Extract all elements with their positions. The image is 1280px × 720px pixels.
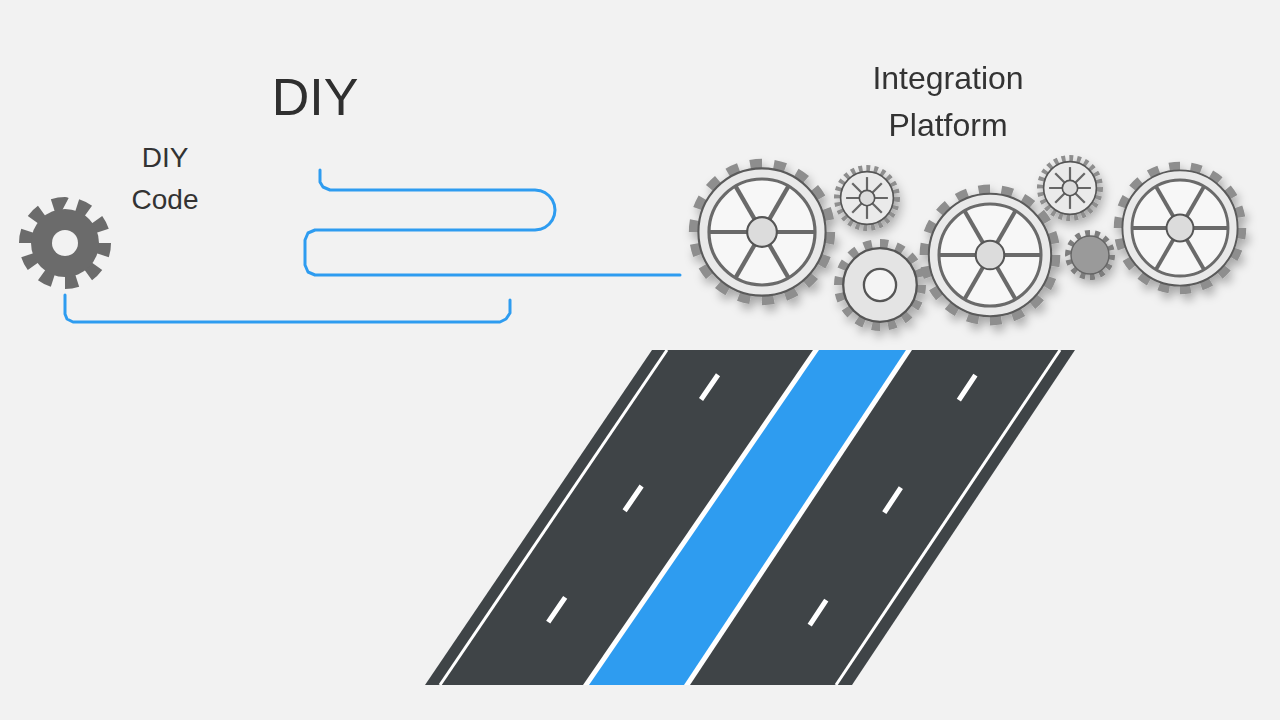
- big-gear: [696, 166, 827, 297]
- ornate-gear: [838, 169, 895, 226]
- code-gear-node: DIY Code: [20, 135, 220, 295]
- diagram-title: DIY: [255, 66, 375, 128]
- dark-gear: [1069, 234, 1111, 276]
- lane-dashes: [770, 350, 992, 685]
- road: [425, 350, 1075, 685]
- gear-cluster: [696, 159, 1239, 324]
- gear-teeth: [27, 205, 103, 281]
- lane-dashes: [505, 350, 735, 685]
- platform-gear-node: Integration Platform: [680, 55, 1250, 335]
- gear-hole: [52, 230, 78, 256]
- node-label: Integration Platform: [848, 55, 1048, 149]
- gear-body: [31, 209, 99, 277]
- road-surface: [425, 350, 1075, 685]
- edge-line: [836, 350, 1060, 685]
- edge-line: [440, 350, 667, 685]
- blue-lane: [589, 350, 906, 685]
- big-gear: [927, 192, 1053, 318]
- hole-gear: [841, 246, 919, 324]
- big-gear: [1120, 168, 1239, 287]
- node-label: DIY Code: [125, 137, 205, 221]
- ornate-gear: [1041, 159, 1098, 216]
- diy-gear: [27, 205, 103, 281]
- connector-line: [65, 170, 680, 322]
